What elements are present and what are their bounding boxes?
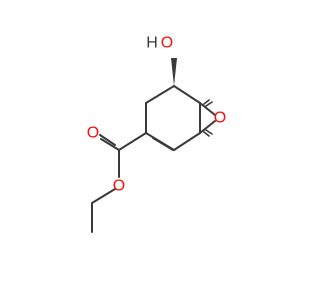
bond-c6-c5 — [173, 85, 201, 104]
hash-bond-c1-1 — [203, 131, 210, 137]
ester-o-label: O — [113, 178, 125, 195]
bond-c3-c2-double — [152, 137, 174, 151]
bond-ester-o-ch2 — [91, 188, 116, 204]
hydroxyl-o-label: O — [161, 35, 173, 52]
hash-bond-c6-2 — [205, 101, 213, 107]
bond-carbonyl-c-o — [100, 138, 120, 151]
bond-c5-c4 — [145, 85, 175, 104]
hydroxyl-h-label: H — [146, 35, 158, 52]
hash-bond-c6-1 — [203, 99, 210, 105]
bond-carbonyl-c-o-double — [99, 134, 116, 146]
epoxide-o-label: O — [214, 110, 226, 127]
bond-c6-epoxide-o — [199, 102, 216, 116]
molecule-structure: H O O O O — [87, 35, 226, 233]
hash-bond-c1-2 — [205, 129, 213, 135]
bond-c3-carbonyl-c — [118, 132, 147, 151]
carbonyl-o-label: O — [87, 125, 99, 142]
bond-c1-epoxide-o — [199, 120, 216, 134]
bond-c2-c1 — [173, 132, 201, 151]
wedge-bond-c5-oh — [171, 58, 177, 86]
